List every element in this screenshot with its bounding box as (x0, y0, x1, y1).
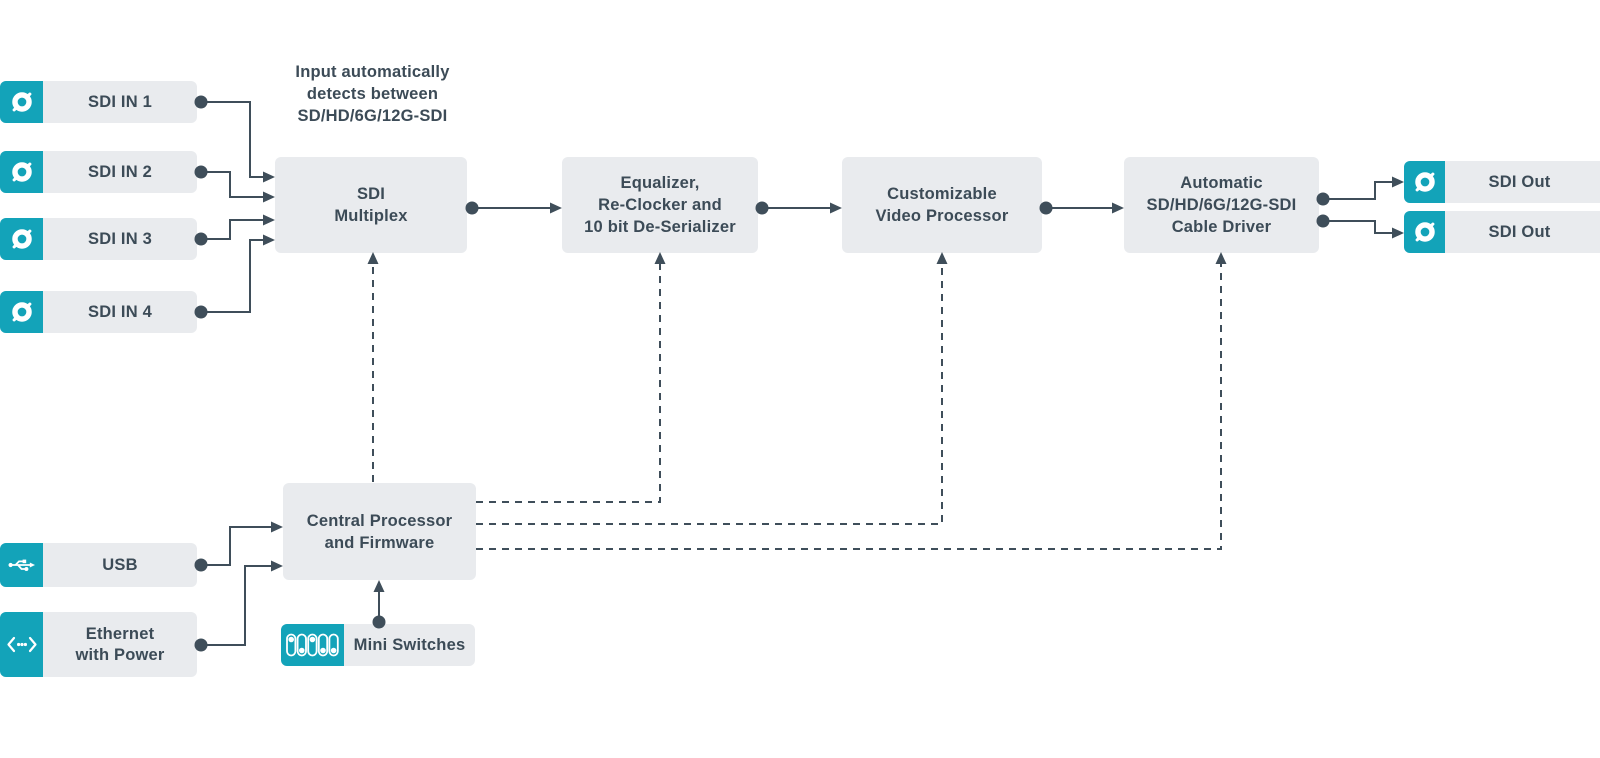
block-label-line: Customizable (887, 185, 997, 203)
sdi-in-3-port: SDI IN 3 (0, 218, 197, 260)
block-label-line: SDI (356, 185, 386, 203)
port-label: SDI Out (1488, 222, 1551, 241)
ethernet-icon (0, 612, 43, 677)
usb-icon (0, 543, 43, 587)
note-line: SD/HD/6G/12G-SDI (297, 107, 448, 125)
wire-control-to-processor-dashed (476, 264, 943, 525)
block-video-processor: Customizable Video Processor (842, 157, 1042, 253)
sdi-connector-icon (0, 218, 43, 260)
wire-ethernet-to-processor (201, 565, 271, 646)
block-label-line: SD/HD/6G/12G-SDI (1146, 196, 1297, 214)
mini-switches: Mini Switches (281, 624, 475, 666)
dip-switches-icon (281, 624, 344, 666)
block-label-line: Equalizer, (620, 174, 700, 192)
sdi-connector-icon (0, 81, 43, 123)
block-equalizer-reclocker: Equalizer, Re-Clocker and 10 bit De-Seri… (562, 157, 758, 253)
note-line: detects between (306, 85, 439, 103)
sdi-in-2-port: SDI IN 2 (0, 151, 197, 193)
block-label-line: and Firmware (324, 533, 435, 552)
wire-control-to-driver-dashed (476, 264, 1222, 550)
sdi-connector-icon (0, 291, 43, 333)
sdi-out-1-port: SDI Out (1404, 161, 1600, 203)
sdi-in-4-port: SDI IN 4 (0, 291, 197, 333)
port-label: SDI IN 1 (88, 92, 152, 111)
wire-usb-to-processor (201, 526, 271, 566)
port-label: SDI IN 3 (88, 229, 152, 248)
input-detect-note: Input automatically detects between SD/H… (250, 61, 495, 127)
block-label-line: Cable Driver (1171, 218, 1272, 236)
block-central-processor: Central Processor and Firmware (283, 483, 476, 580)
wire-sdi-in-3 (201, 219, 263, 240)
sdi-connector-icon (0, 151, 43, 193)
block-cable-driver: Automatic SD/HD/6G/12G-SDI Cable Driver (1124, 157, 1319, 253)
block-label-line: Automatic (1180, 174, 1263, 192)
port-label: USB (102, 555, 138, 574)
note-line: Input automatically (295, 63, 450, 81)
block-label-line: Video Processor (875, 207, 1009, 225)
wire-sdi-in-2 (201, 171, 263, 198)
block-label-line: Central Processor (306, 511, 453, 530)
port-label: SDI Out (1488, 172, 1551, 191)
wire-sdi-in-4 (201, 239, 263, 313)
wire-driver-to-sdi-out-1 (1323, 181, 1392, 200)
usb-port: USB (0, 543, 197, 587)
port-label: Ethernet with Power (43, 612, 197, 677)
port-label-line: Ethernet (85, 624, 155, 643)
sdi-connector-icon (1404, 211, 1445, 253)
sdi-out-2-port: SDI Out (1404, 211, 1600, 253)
wire-control-to-equalizer-dashed (476, 264, 661, 503)
port-label: SDI IN 4 (88, 302, 152, 321)
ethernet-port: Ethernet with Power (0, 612, 197, 677)
block-label-line: 10 bit De-Serializer (584, 218, 736, 236)
port-label: SDI IN 2 (88, 162, 152, 181)
block-sdi-multiplex: SDI Multiplex (275, 157, 467, 253)
port-label-line: with Power (75, 645, 165, 664)
block-label-line: Re-Clocker and (598, 196, 722, 214)
block-label-line: Multiplex (334, 207, 408, 225)
port-label: Mini Switches (353, 635, 466, 654)
sdi-connector-icon (1404, 161, 1445, 203)
sdi-in-1-port: SDI IN 1 (0, 81, 197, 123)
wire-driver-to-sdi-out-2 (1323, 220, 1392, 234)
